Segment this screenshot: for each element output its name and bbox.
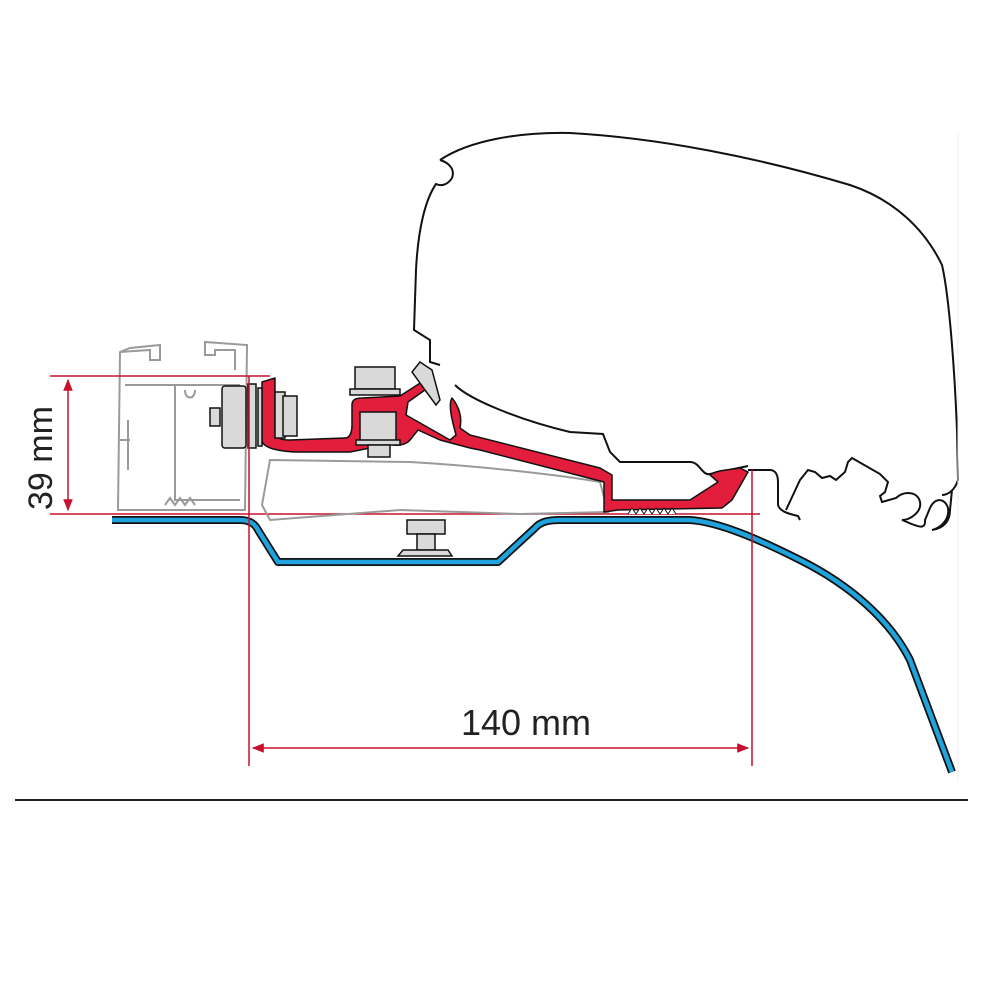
adapter-bracket	[261, 377, 749, 513]
set-screw-icon	[411, 360, 441, 407]
awning-underside	[454, 384, 749, 476]
awning-case-outline	[439, 131, 960, 496]
rail-profile	[116, 340, 249, 511]
width-dimension-label: 140 mm	[461, 702, 591, 743]
roof-stud	[396, 519, 454, 557]
awning-case-left-wall	[412, 159, 454, 366]
bolt-and-nuts	[209, 360, 441, 458]
height-dimension-label: 39 mm	[22, 406, 60, 510]
awning-profile-end	[748, 456, 953, 531]
support-block	[260, 458, 610, 522]
bracket-serration	[627, 507, 677, 515]
width-dimension	[248, 376, 753, 766]
